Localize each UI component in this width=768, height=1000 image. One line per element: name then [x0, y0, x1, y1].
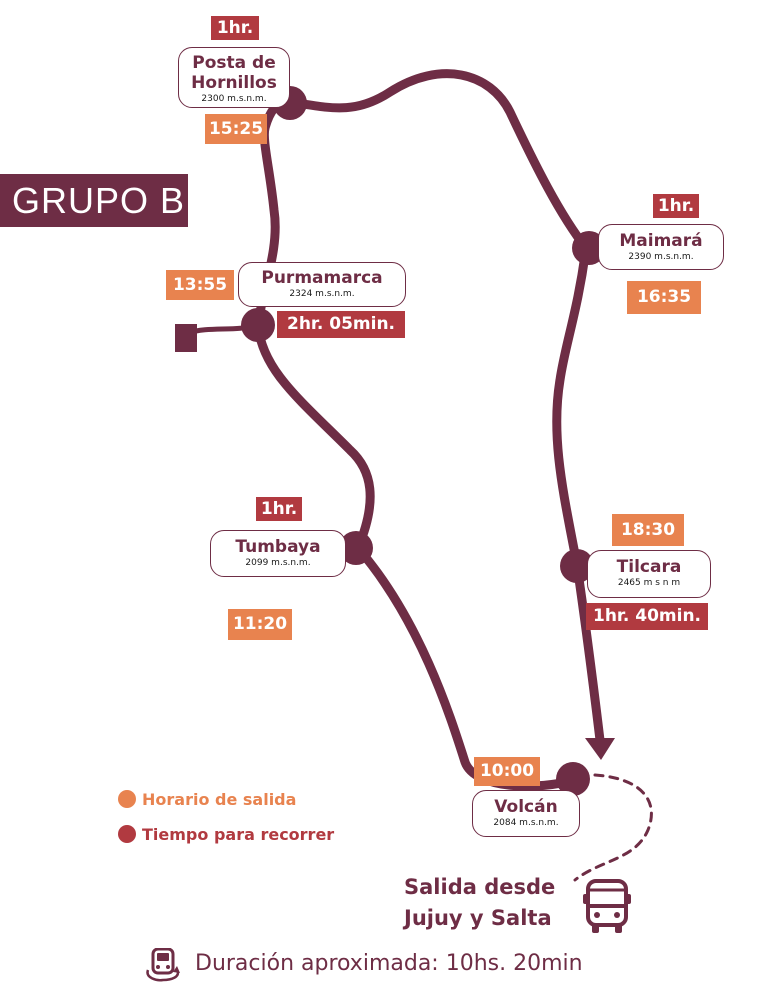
duration-badge-hornillos: 1hr.: [211, 16, 259, 40]
stop-name: Hornillos: [191, 73, 277, 93]
departure-badge-tilcara: 18:30: [612, 514, 684, 546]
stop-node-volcan: [556, 762, 590, 796]
bus-icon: [583, 879, 631, 933]
total-duration: Duración aproximada: 10hs. 20min: [145, 946, 665, 982]
stop-node-tumbaya: [339, 531, 373, 565]
stop-name: Maimará: [619, 231, 703, 251]
group-label: GRUPO B: [0, 174, 188, 227]
duration-badge-purmamarca: 2hr. 05min.: [277, 311, 405, 338]
stop-name: Tumbaya: [235, 537, 321, 557]
stop-name: Volcán: [494, 797, 558, 817]
stop-box-tumbaya: Tumbaya 2099 m.s.n.m.: [210, 530, 346, 577]
stop-box-tilcara: Tilcara 2465 m s n m: [587, 550, 711, 598]
origin-label: Salida desde Jujuy y Salta: [404, 872, 584, 934]
train-icon: [146, 948, 180, 982]
legend-departure: Horario de salida: [118, 789, 296, 811]
departure-dot-icon: [118, 790, 136, 808]
departure-badge-purmamarca: 13:55: [166, 270, 234, 300]
stop-altitude: 2084 m.s.n.m.: [493, 818, 559, 828]
departure-badge-volcan: 10:00: [474, 757, 540, 786]
departure-badge-tumbaya: 11:20: [228, 609, 292, 640]
legend-duration: Tiempo para recorrer: [118, 824, 334, 846]
duration-badge-tumbaya: 1hr.: [256, 497, 302, 521]
route-line: [253, 69, 605, 791]
duration-dot-icon: [118, 825, 136, 843]
origin-line-1: Salida desde: [404, 875, 556, 899]
stop-name: Purmamarca: [261, 268, 383, 288]
origin-dashed-path: [573, 773, 653, 882]
duration-badge-tilcara: 1hr. 40min.: [586, 603, 708, 630]
stop-altitude: 2099 m.s.n.m.: [245, 558, 311, 568]
stop-box-hornillos: Posta de Hornillos 2300 m.s.n.m.: [178, 47, 290, 108]
stop-altitude: 2390 m.s.n.m.: [628, 252, 694, 262]
spur-end-marker: [175, 324, 197, 352]
stop-box-maimara: Maimará 2390 m.s.n.m.: [598, 224, 724, 270]
stop-name: Posta de: [192, 53, 276, 73]
stop-box-purmamarca: Purmamarca 2324 m.s.n.m.: [238, 262, 406, 307]
route-arrow-head: [585, 738, 615, 760]
legend-departure-label: Horario de salida: [142, 790, 297, 809]
total-duration-text: Duración aproximada: 10hs. 20min: [195, 951, 583, 976]
departure-badge-maimara: 16:35: [627, 281, 701, 314]
stop-altitude: 2300 m.s.n.m.: [201, 94, 267, 104]
stop-altitude: 2324 m.s.n.m.: [289, 289, 355, 299]
origin-line-2: Jujuy y Salta: [404, 906, 552, 930]
stop-node-maimara: [572, 231, 606, 265]
stop-altitude: 2465 m s n m: [617, 578, 681, 588]
duration-badge-maimara: 1hr.: [653, 194, 699, 218]
stop-node-tilcara: [560, 549, 594, 583]
stop-name: Tilcara: [616, 557, 682, 577]
stop-node-purmamarca: [241, 308, 275, 342]
stop-box-volcan: Volcán 2084 m.s.n.m.: [472, 790, 580, 837]
departure-badge-hornillos: 15:25: [205, 114, 267, 144]
legend-duration-label: Tiempo para recorrer: [142, 825, 335, 844]
